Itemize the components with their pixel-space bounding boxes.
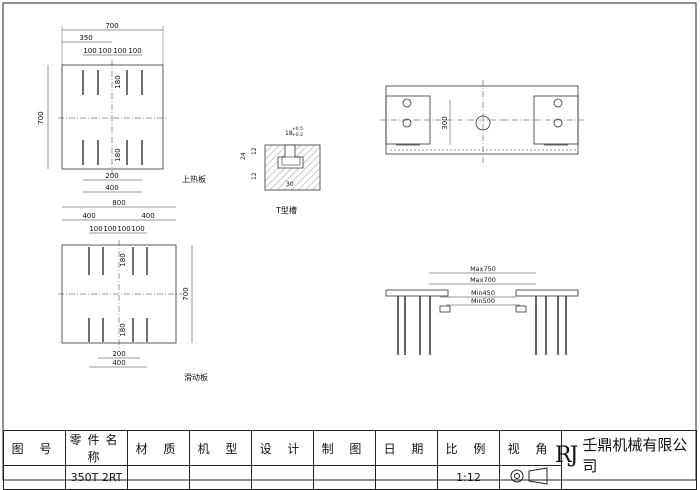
svg-text:+0.2: +0.2 (292, 132, 303, 138)
value-date (375, 465, 438, 490)
value-drafting (313, 465, 376, 490)
svg-text:24: 24 (240, 152, 247, 160)
tslot-section (264, 144, 321, 191)
svg-text:上热板: 上热板 (182, 174, 206, 184)
svg-text:T型槽: T型槽 (275, 205, 297, 215)
front-view-dims: Max750 Max700 Min450 Min500 (470, 265, 496, 305)
svg-text:400: 400 (82, 212, 95, 220)
svg-text:100: 100 (113, 47, 126, 55)
svg-text:100: 100 (98, 47, 111, 55)
svg-text:700: 700 (37, 111, 45, 124)
svg-text:30: 30 (286, 181, 294, 188)
header-scale: 比 例 (437, 430, 500, 466)
svg-text:800: 800 (112, 199, 125, 207)
svg-text:400: 400 (105, 184, 118, 192)
top-plate-outline (61, 64, 164, 170)
svg-text:Max700: Max700 (470, 276, 496, 284)
header-design: 设 计 (251, 430, 314, 466)
svg-text:180: 180 (119, 323, 127, 336)
svg-text:180: 180 (114, 75, 122, 88)
top-plate-dims: 700 350 100 100 100 100 700 180 180 200 … (37, 22, 206, 192)
value-material (127, 465, 190, 490)
header-drafting: 制 图 (313, 430, 376, 466)
projection-symbol-icon (510, 467, 547, 485)
value-part-name: 350T 2RT (65, 465, 128, 490)
company-name: 壬鼎机械有限公司 (582, 436, 688, 475)
header-part-name: 零件名称 (65, 430, 128, 466)
front-view (385, 272, 579, 355)
svg-text:100: 100 (131, 225, 144, 233)
svg-text:400: 400 (141, 212, 154, 220)
svg-text:12: 12 (251, 172, 258, 180)
moving-plate-view (58, 206, 193, 368)
company-logo: RJ (555, 442, 578, 468)
svg-text:700: 700 (105, 22, 118, 30)
value-model (189, 465, 252, 490)
value-scale: 1:12 (437, 465, 500, 490)
svg-text:18: 18 (285, 130, 293, 137)
moving-plate-dims: 800 400 400 100 100 100 100 700 180 180 … (82, 199, 208, 382)
side-view-dim: 300 (441, 116, 449, 129)
svg-text:Min500: Min500 (471, 297, 495, 305)
company-cell (561, 430, 697, 490)
top-plate-view (47, 26, 168, 193)
svg-text:Min450: Min450 (471, 289, 495, 297)
svg-text:400: 400 (112, 359, 125, 367)
header-material: 材 质 (127, 430, 190, 466)
tslot-dims: 18 +0.5 +0.2 24 12 12 30 T型槽 (240, 126, 303, 215)
svg-text:350: 350 (79, 34, 92, 42)
svg-text:Max750: Max750 (470, 265, 496, 273)
header-date: 日 期 (375, 430, 438, 466)
value-drawing-no (3, 465, 66, 490)
company-logo-block: RJ 壬鼎机械有限公司 (551, 431, 695, 479)
svg-text:180: 180 (114, 148, 122, 161)
top-plate-slots-lower (82, 140, 143, 165)
side-view (380, 80, 585, 165)
header-model: 机 型 (189, 430, 252, 466)
svg-text:+0.5: +0.5 (292, 126, 303, 132)
moving-plate-slots-upper (88, 247, 148, 275)
svg-text:100: 100 (128, 47, 141, 55)
svg-text:100: 100 (89, 225, 102, 233)
moving-plate-slots-lower (88, 318, 148, 342)
sheet-frame (2, 2, 697, 481)
top-plate-slots-upper (82, 70, 143, 95)
header-drawing-no: 图 号 (3, 430, 66, 466)
svg-text:700: 700 (182, 287, 190, 300)
svg-text:200: 200 (105, 172, 118, 180)
svg-text:100: 100 (103, 225, 116, 233)
svg-text:12: 12 (251, 147, 258, 155)
svg-text:滑动板: 滑动板 (184, 372, 208, 382)
svg-text:100: 100 (83, 47, 96, 55)
value-design (251, 465, 314, 490)
svg-text:180: 180 (119, 253, 127, 266)
svg-text:100: 100 (117, 225, 130, 233)
svg-text:200: 200 (112, 350, 125, 358)
